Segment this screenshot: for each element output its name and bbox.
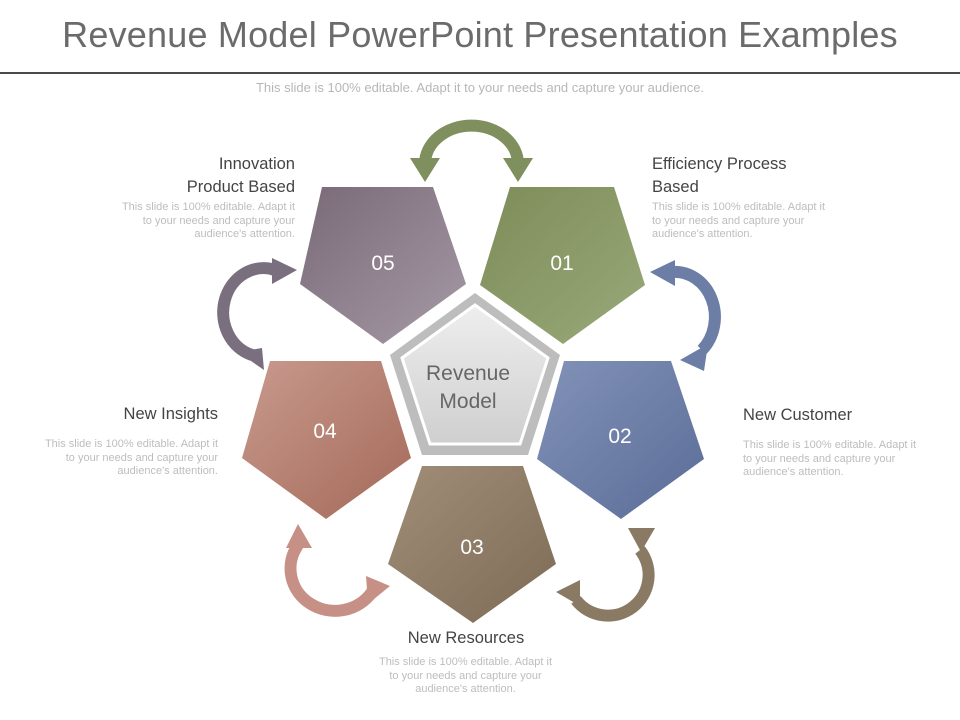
pentagon-04 (242, 361, 411, 519)
callout-efficiency-description: This slide is 100% editable. Adapt it to… (652, 201, 826, 240)
slide-title: Revenue Model PowerPoint Presentation Ex… (62, 14, 898, 55)
callout-new-insights-heading: New Insights (123, 405, 218, 423)
pentagon-01 (480, 187, 645, 344)
callout-new-resources-description: This slide is 100% editable. Adapt it to… (378, 656, 553, 695)
callout-new-resources-heading: New Resources (407, 629, 525, 647)
callout-innovation-description: This slide is 100% editable. Adapt it to… (121, 201, 295, 240)
callout-new-resources: New Resources This slide is 100% editabl… (366, 627, 566, 697)
pentagon-03-number: 03 (460, 536, 483, 559)
pentagon-04-number: 04 (313, 420, 337, 443)
center-pentagon (400, 303, 550, 446)
callout-efficiency: Efficiency Process Based This slide is 1… (652, 153, 852, 242)
callout-innovation-heading-line1: Innovation (218, 155, 295, 173)
arrow-04-to-05 (217, 258, 297, 370)
title-divider (0, 72, 960, 74)
callout-efficiency-heading-line1: Efficiency Process (652, 155, 787, 173)
slide-subtitle: This slide is 100% editable. Adapt it to… (255, 80, 705, 95)
center-label-line1: Revenue (426, 362, 510, 385)
center-label-line2: Model (439, 390, 496, 413)
callout-innovation: Innovation Product Based This slide is 1… (95, 153, 295, 242)
arrow-02-to-03 (556, 528, 655, 622)
arrow-01-to-02 (650, 260, 721, 371)
arrow-05-to-01 (410, 119, 533, 182)
pentagon-01-number: 01 (550, 252, 573, 275)
callout-efficiency-heading-line2: Based (652, 178, 699, 196)
callout-new-insights: New Insights This slide is 100% editable… (18, 403, 218, 479)
pentagon-02 (537, 361, 704, 519)
pentagon-02-number: 02 (608, 425, 631, 448)
pentagon-03 (388, 466, 556, 623)
callout-new-customer: New Customer This slide is 100% editable… (743, 404, 943, 480)
callout-new-customer-description: This slide is 100% editable. Adapt it to… (743, 439, 917, 478)
callout-new-insights-description: This slide is 100% editable. Adapt it to… (44, 438, 218, 477)
arrow-03-to-04 (284, 524, 390, 617)
callout-innovation-heading-line2: Product Based (186, 178, 295, 196)
pentagon-05 (300, 187, 466, 344)
callout-new-customer-heading: New Customer (743, 406, 853, 424)
pentagon-05-number: 05 (371, 252, 394, 275)
